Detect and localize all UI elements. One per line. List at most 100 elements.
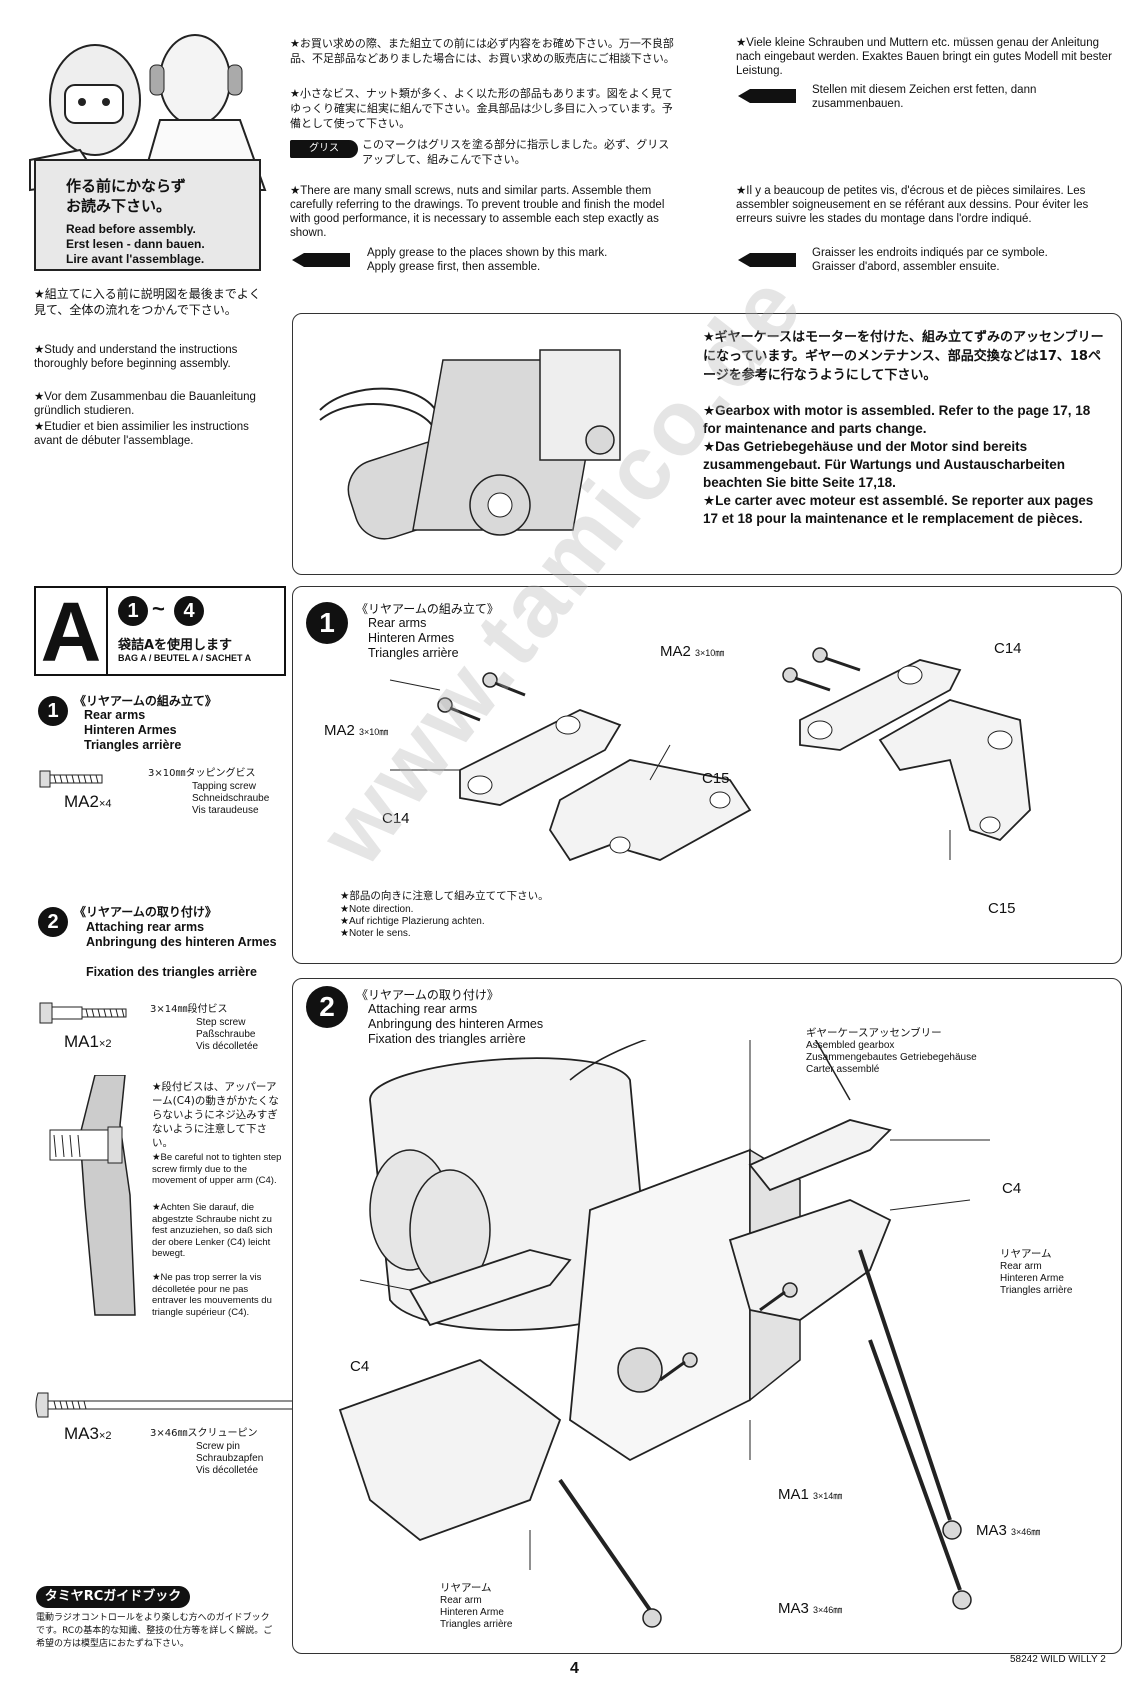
step1-number: 1 xyxy=(306,602,348,644)
grease-tube-icon xyxy=(738,253,796,267)
part-size: 3×46㎜ xyxy=(1011,1527,1041,1537)
step1-note-de: ★Auf richtige Plazierung achten. xyxy=(340,916,485,927)
label-ma2-lower: MA2 3×10㎜ xyxy=(324,722,388,739)
rc-guidebook-text: 電動ラジオコントロールをより楽しむ方へのガイドブックです。RCの基本的な知識、整… xyxy=(36,1613,273,1649)
small-parts-note-de: ★Viele kleine Schrauben und Muttern etc.… xyxy=(736,37,1112,77)
grease-note-jp: このマークはグリスを塗る部分に指示しました。必ず、グリスアップして、組みこんで下… xyxy=(362,138,670,166)
bag-use-jp: 袋詰Aを使用します xyxy=(118,638,233,653)
gearbox-note-jp: ★ギヤーケースはモーターを付けた、組み立てずみのアッセンブリーになっています。ギ… xyxy=(703,330,1104,383)
step1-title-fr: Triangles arrière xyxy=(368,646,459,660)
label-c15-lower: C15 xyxy=(988,900,1016,917)
tapping-screw-fr: Vis taraudeuse xyxy=(192,805,259,816)
small-parts-note-fr: ★Il y a beaucoup de petites vis, d'écrou… xyxy=(736,185,1089,225)
screw-pin-icon xyxy=(35,1392,304,1418)
tapping-screw-de: Schneidschraube xyxy=(192,793,270,804)
step2-title-en: Attaching rear arms xyxy=(368,1002,478,1016)
gearbox-note-fr: ★Le carter avec moteur est assemblé. Se … xyxy=(703,493,1094,526)
step-screw-caution-de: ★Achten Sie darauf, die abgestzte Schrau… xyxy=(152,1202,273,1259)
step1-title-en: Rear arms xyxy=(368,616,427,630)
label-c4-right: C4 xyxy=(1002,1180,1022,1197)
step-screw-caution-jp: ★段付ビスは、アッパーアーム(C4)の動きがかたくならないようにネジ込みすぎない… xyxy=(152,1081,279,1149)
step2-title-fr: Fixation des triangles arrière xyxy=(368,1032,526,1046)
grease-note-en-2: Apply grease first, then assemble. xyxy=(367,261,541,273)
label-ma3-lower: MA3 3×46㎜ xyxy=(778,1600,842,1617)
screw-pin-size-jp: 3×46㎜スクリューピン xyxy=(150,1428,258,1439)
sidebar-step2-number: 2 xyxy=(38,907,68,937)
part-size: 3×10㎜ xyxy=(359,727,389,737)
screw-pin-en: Screw pin xyxy=(196,1441,240,1452)
step2-title-jp: 《リヤアームの取り付け》 xyxy=(356,988,499,1002)
label-c4-left: C4 xyxy=(350,1358,370,1375)
rear-arm-left-de: Hinteren Arme xyxy=(440,1607,504,1618)
small-parts-note-en: ★There are many small screws, nuts and s… xyxy=(290,185,665,239)
step-screw-detail-illustration xyxy=(49,1075,136,1316)
study-note-fr: ★Etudier et bien assimilier les instruct… xyxy=(34,421,249,447)
rc-guidebook-title: タミヤRCガイドブック xyxy=(36,1586,190,1608)
step2-gearbox-arm-attachment-drawing xyxy=(338,1040,990,1628)
tapping-screw-icon xyxy=(39,770,103,788)
rear-arm-right-fr: Triangles arrière xyxy=(1000,1285,1073,1296)
step2-title-de: Anbringung des hinteren Armes xyxy=(368,1017,544,1031)
grease-tube-icon xyxy=(292,253,350,267)
sidebar-step1-title-de: Hinteren Armes xyxy=(84,723,177,737)
step-screw-icon xyxy=(39,1002,127,1024)
part-code: MA3 xyxy=(64,1424,99,1443)
part-code: MA2 xyxy=(324,722,355,739)
step-screw-en: Step screw xyxy=(196,1017,246,1028)
part-code: MA3 xyxy=(976,1522,1007,1539)
step1-note-en: ★Note direction. xyxy=(340,904,414,915)
tapping-screw-size-jp: 3×10㎜タッピングビス xyxy=(148,768,256,779)
label-c14-lower: C14 xyxy=(382,810,410,827)
part-size: 3×14㎜ xyxy=(813,1491,843,1501)
label-ma1: MA1 3×14㎜ xyxy=(778,1486,842,1503)
study-note-jp: ★組立てに入る前に説明図を最後までよく見て、全体の流れをつかんで下さい。 xyxy=(34,287,261,317)
part-qty: ×4 xyxy=(98,798,112,810)
label-c14-upper: C14 xyxy=(994,640,1022,657)
bag-step-end: 4 xyxy=(174,596,204,626)
part-code: MA2 xyxy=(660,643,691,660)
screw-pin-de: Schraubzapfen xyxy=(196,1453,264,1464)
sidebar-step1-title-jp: 《リヤアームの組み立て》 xyxy=(74,694,217,708)
bag-letter: A xyxy=(36,588,108,676)
part-code: MA1 xyxy=(64,1032,99,1051)
part-code: MA3 xyxy=(778,1600,809,1617)
grease-note-en-1: Apply grease to the places shown by this… xyxy=(367,247,608,259)
sidebar-step2-title-jp: 《リヤアームの取り付け》 xyxy=(74,905,217,919)
step-screw-size-jp: 3×14㎜段付ビス xyxy=(150,1004,228,1015)
gearbox-assembly-en: Assembled gearbox xyxy=(806,1040,895,1051)
step-screw-caution-fr: ★Ne pas trop serrer la vis décolletée po… xyxy=(152,1272,272,1318)
small-parts-note-jp: ★小さなビス、ナット類が多く、よく以た形の部品もあります。図をよく見てゆっくり確… xyxy=(290,87,673,130)
gearbox-note-en: ★Gearbox with motor is assembled. Refer … xyxy=(703,403,1091,436)
sidebar-step1-number: 1 xyxy=(38,696,68,726)
step2-number: 2 xyxy=(306,986,348,1028)
rear-arm-right-de: Hinteren Arme xyxy=(1000,1273,1064,1284)
grease-note-de-2: zusammenbauen. xyxy=(812,98,904,110)
screw-pin-fr: Vis décolletée xyxy=(196,1465,259,1476)
read-first-jp: 作る前にかならず お読み下さい。 xyxy=(66,177,186,215)
grease-tube-icon xyxy=(738,89,796,103)
sidebar-step1-title-en: Rear arms xyxy=(84,708,146,722)
grease-note-fr-2: Graisser d'abord, assembler ensuite. xyxy=(812,261,1000,273)
part-code: MA1 xyxy=(778,1486,809,1503)
gearbox-assembly-de: Zusammengebautes Getriebegehäuse xyxy=(806,1052,977,1063)
cartoon-mechanics-illustration xyxy=(29,34,267,271)
step-screw-fr: Vis décolletée xyxy=(196,1041,259,1052)
label-ma3-right: MA3 3×46㎜ xyxy=(976,1522,1040,1539)
rear-arm-right-en: Rear arm xyxy=(1000,1261,1042,1272)
sidebar-step2-title-en: Attaching rear arms xyxy=(86,920,205,934)
tapping-screw-en: Tapping screw xyxy=(192,781,256,792)
bag-a-header: A 1 ~ 4 袋詰Aを使用します BAG A / BEUTEL A / SAC… xyxy=(34,586,286,676)
grease-note-fr-1: Graisser les endroits indiqués par ce sy… xyxy=(812,247,1048,259)
step1-title-de: Hinteren Armes xyxy=(368,631,455,645)
label-c15-upper: C15 xyxy=(702,770,730,787)
sidebar-step2-title-de: Anbringung des hinteren Armes xyxy=(86,935,277,949)
rear-arm-left-fr: Triangles arrière xyxy=(440,1619,513,1630)
read-before-fr: Lire avant l'assemblage. xyxy=(66,252,205,266)
gearbox-motor-illustration xyxy=(319,349,621,540)
step-screw-caution-en: ★Be careful not to tighten step screw fi… xyxy=(152,1152,282,1186)
read-before-en: Read before assembly. xyxy=(66,222,196,236)
rear-arm-left-en: Rear arm xyxy=(440,1595,482,1606)
part-qty: ×2 xyxy=(98,1038,112,1050)
gearbox-note-de: ★Das Getriebegehäuse und der Motor sind … xyxy=(703,439,1066,490)
sidebar-part-ma3-code: MA3×2 xyxy=(64,1424,112,1444)
